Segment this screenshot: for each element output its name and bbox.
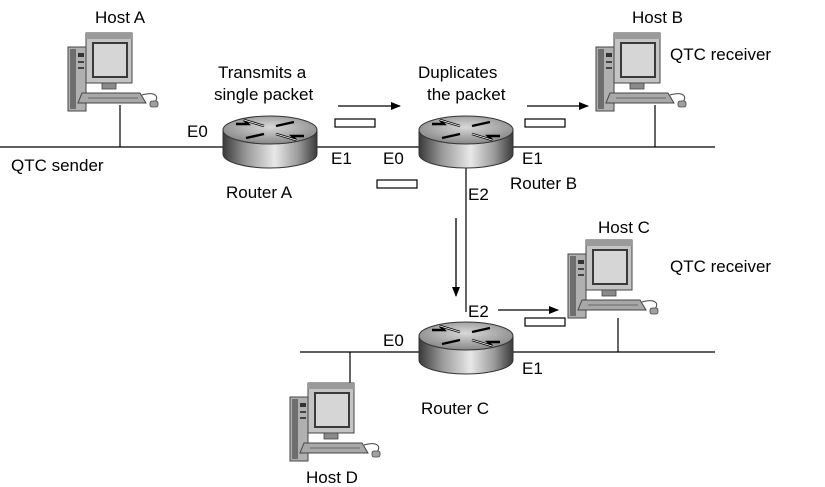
router-b-port-e2: E2 <box>468 185 489 204</box>
sender-label: QTC sender <box>11 156 104 175</box>
router-c-router-icon <box>417 320 515 376</box>
host-b-role-label: QTC receiver <box>670 45 771 64</box>
router-b-port-e1: E1 <box>522 149 543 168</box>
packet-icon <box>524 118 566 128</box>
packets <box>334 118 566 327</box>
host-c-role-label: QTC receiver <box>670 257 771 276</box>
duplicate-annotation-line1: Duplicates <box>418 63 497 82</box>
router-b-label: Router B <box>510 174 577 193</box>
transmit-annotation-line1: Transmits a <box>218 63 307 82</box>
router-c-port-e2: E2 <box>468 302 489 321</box>
host-c-workstation-icon <box>567 239 659 319</box>
host-a-label: Host A <box>95 8 146 27</box>
router-b-port-e0: E0 <box>383 149 404 168</box>
router-c-port-e1: E1 <box>522 359 543 378</box>
host-b-label: Host B <box>632 8 683 27</box>
router-c-port-e0: E0 <box>383 331 404 350</box>
router-a-port-e1: E1 <box>331 149 352 168</box>
host-d-workstation-icon <box>289 382 381 462</box>
transmit-annotation-line2: single packet <box>214 85 314 104</box>
router-b-router-icon <box>417 114 515 170</box>
host-a-workstation-icon <box>67 32 159 112</box>
host-d-label: Host D <box>306 468 358 487</box>
packet-icon <box>334 118 376 128</box>
router-a-router-icon <box>221 114 319 170</box>
router-a-label: Router A <box>226 183 293 202</box>
router-c-label: Router C <box>421 399 489 418</box>
packet-icon <box>376 179 418 189</box>
router-a-port-e0: E0 <box>187 122 208 141</box>
host-c-label: Host C <box>598 218 650 237</box>
flow-arrows <box>338 102 589 314</box>
packet-icon <box>524 317 566 327</box>
duplicate-annotation-line2: the packet <box>427 85 506 104</box>
